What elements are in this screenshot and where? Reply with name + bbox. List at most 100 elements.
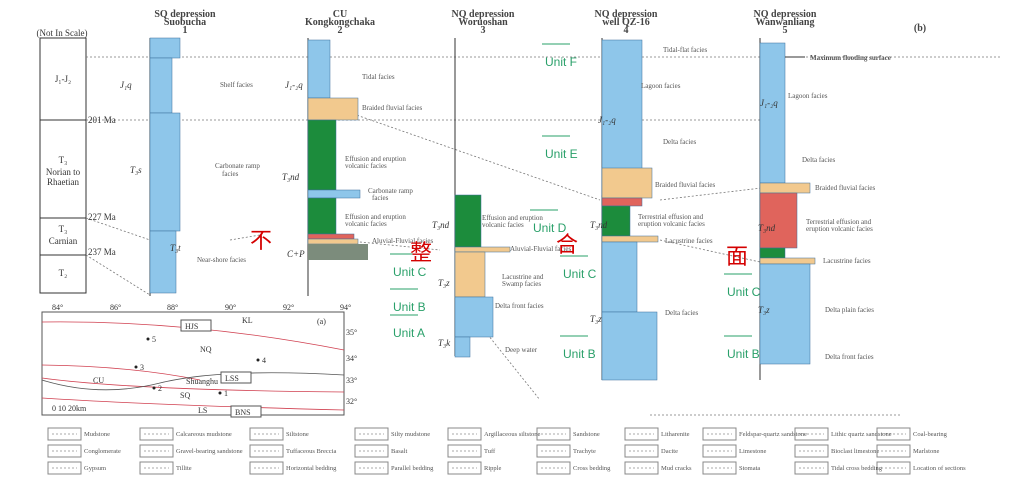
legend-label: Conglomerate — [84, 448, 121, 455]
unit-label: Unit B — [727, 347, 760, 361]
legend-label: Location of sections — [913, 465, 966, 472]
limestone-bed — [149, 112, 181, 232]
legend-item — [794, 427, 829, 441]
facies-label: Near-shore facies — [197, 256, 246, 264]
column-header-name: well QZ-16 — [602, 17, 650, 28]
formation-label: T₃t — [170, 243, 181, 253]
legend-item — [794, 444, 829, 458]
unit-label: Unit C — [393, 265, 427, 279]
facies-label: Braided fluvial facies — [815, 184, 876, 192]
column-header-region: SQ depression — [154, 9, 216, 20]
legend-item — [447, 461, 482, 475]
legend-label: Siltstone — [286, 431, 309, 438]
region-label: NQ — [200, 345, 212, 354]
facies-label: facies — [372, 194, 389, 202]
facies-label: volcanic facies — [345, 220, 387, 228]
facies-label: Terrestrial effusion and — [806, 218, 872, 226]
legend-label: Marlstone — [913, 448, 939, 455]
facies-label: Lacustrine and — [502, 273, 544, 281]
legend-item — [249, 444, 284, 458]
facies-label: Lagoon facies — [788, 92, 828, 100]
legend-label: Stomata — [739, 465, 760, 472]
facies-label: Braided fluvial facies — [655, 181, 716, 189]
formation-label: J₁-₂q — [598, 115, 616, 125]
braided-fluvial-sandstone — [307, 97, 359, 121]
column-header-name: Wanwanliang — [756, 17, 815, 28]
boundary-box — [180, 319, 212, 332]
latitude-tick: 35° — [346, 328, 357, 337]
region-label: LS — [198, 406, 207, 415]
column-header-number: 3 — [481, 25, 486, 36]
site-number: 5 — [152, 335, 156, 344]
legend-label: Gypsum — [84, 465, 106, 472]
dacite-bed — [759, 192, 798, 249]
legend-item — [139, 444, 174, 458]
time-interval-label: T₂ — [59, 268, 68, 278]
legend-item — [354, 444, 389, 458]
legend-label: Tuffaceous Breccia — [286, 448, 336, 455]
correlation-line — [85, 217, 151, 241]
time-interval-label: J₁-J₂ — [55, 74, 71, 84]
site-number: 3 — [140, 363, 144, 372]
lacustrine-swamp-bed — [454, 251, 486, 298]
legend-item — [536, 444, 571, 458]
age-label: 227 Ma — [88, 212, 116, 222]
facies-label: Braided fluvial facies — [362, 104, 423, 112]
delta-bed — [601, 311, 658, 381]
time-interval-label: T₃ — [59, 224, 68, 234]
formation-label: J₁-₂q — [285, 80, 303, 90]
correlation-line — [229, 234, 261, 241]
formation-label: T₃nd — [282, 172, 300, 182]
delta-plain-bed — [759, 263, 811, 365]
legend-label: Feldspar-quartz sandstone — [739, 431, 807, 438]
facies-label: Aluvial-Fluvial facies — [510, 245, 572, 253]
site-number: 1 — [224, 389, 228, 398]
correlation-line — [659, 239, 761, 263]
legend-item — [876, 461, 911, 475]
legend-item — [354, 427, 389, 441]
volcanic-bed — [307, 197, 337, 235]
unit-label: Unit E — [545, 147, 578, 161]
lacustrine-bed — [759, 257, 816, 265]
legend-item — [447, 427, 482, 441]
facies-label: facies — [222, 170, 239, 178]
legend-item — [47, 444, 82, 458]
facies-label: Delta front facies — [825, 353, 874, 361]
column-header-region: CU — [333, 9, 347, 20]
legend-item — [139, 427, 174, 441]
facies-label: Delta facies — [802, 156, 836, 164]
facies-label: Carbonate ramp — [215, 162, 260, 170]
facies-label: Tidal-flat facies — [663, 46, 708, 54]
legend-item — [47, 427, 82, 441]
formation-label: T₃nd — [758, 223, 776, 233]
legend-item — [876, 444, 911, 458]
legend-item — [249, 427, 284, 441]
sandstone-bed — [454, 246, 511, 253]
facies-label: Aluvial-Fluvial facies — [372, 237, 434, 245]
legend-label: Calcareous mudstone — [176, 431, 232, 438]
formation-label: T₃z — [758, 305, 770, 315]
boundary-label: LSS — [225, 374, 239, 383]
legend-item — [624, 461, 659, 475]
formation-label: T₃nd — [432, 220, 450, 230]
region-label: KL — [242, 316, 253, 325]
town-label: Shuanghu — [186, 377, 218, 386]
formation-label: T₃s — [130, 165, 142, 175]
legend-item — [536, 461, 571, 475]
lacustrine-bed — [601, 235, 659, 243]
boundary-box — [220, 371, 252, 384]
siltstone-bed — [149, 230, 177, 294]
facies-label: eruption volcanic facies — [638, 220, 705, 228]
legend-label: Basalt — [391, 448, 407, 455]
legend-item — [139, 461, 174, 475]
limestone-bed — [149, 37, 181, 59]
column-header-name: Woruoshan — [458, 17, 508, 28]
longitude-tick: 90° — [225, 303, 236, 312]
legend-label: Sandstone — [573, 431, 600, 438]
legend-label: Argillaceous siltstone — [484, 431, 541, 438]
legend-item — [624, 427, 659, 441]
legend-item — [702, 444, 737, 458]
basement-bed — [308, 244, 368, 260]
legend-label: Tillite — [176, 465, 192, 472]
boundary-label: HJS — [185, 322, 198, 331]
